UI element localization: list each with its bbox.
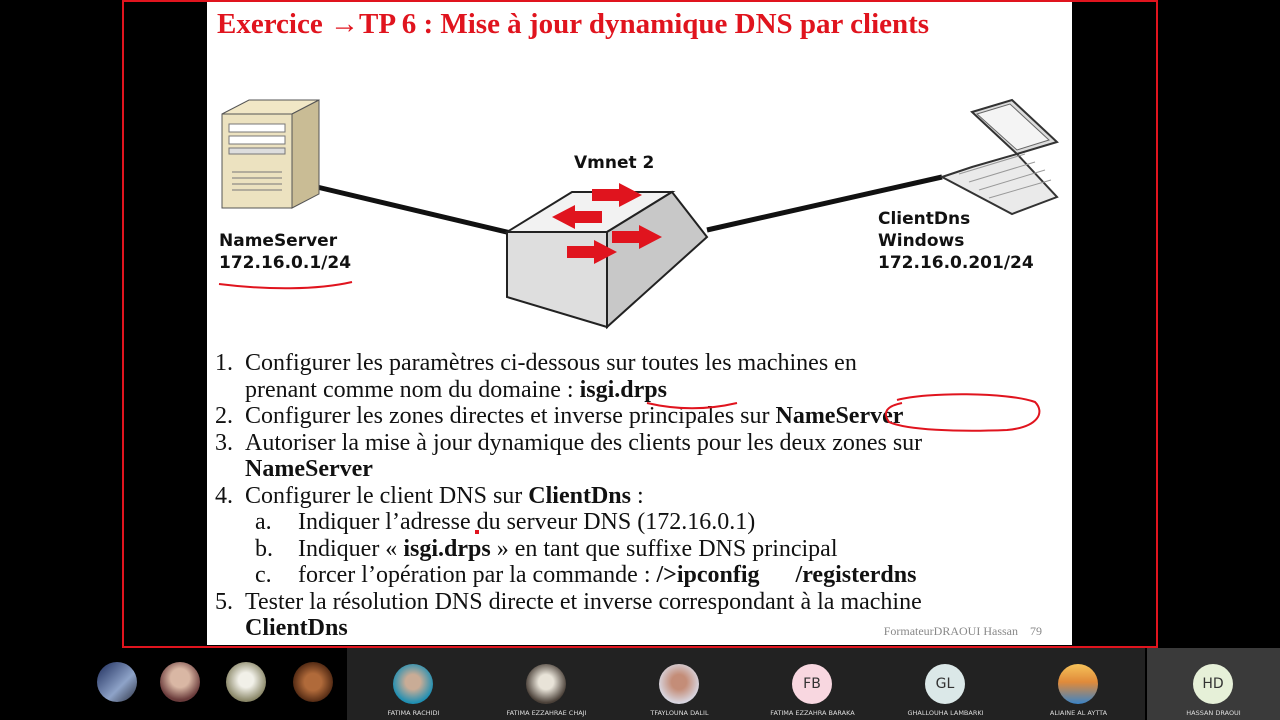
step-4: 4.Configurer le client DNS sur ClientDns… [215, 482, 644, 509]
client-label: ClientDns Windows 172.16.0.201/24 [878, 208, 1034, 274]
participant-name: GHALLOUHA LAMBARKI [907, 709, 984, 717]
slide-title: Exercice →TP 6 : Mise à jour dynamique D… [217, 8, 930, 40]
participant-video-thumb[interactable] [226, 662, 266, 702]
participant-video-thumb[interactable] [293, 662, 333, 702]
presentation-slide: Exercice →TP 6 : Mise à jour dynamique D… [207, 2, 1072, 645]
network-diagram [221, 98, 1059, 330]
step-3: 3.Autoriser la mise à jour dynamique des… [215, 429, 923, 456]
participant-tile[interactable]: FB FATIMA EZZAHRA BARAKA [746, 648, 879, 720]
participant-name: FATIMA EZZAHRAE CHAJI [506, 709, 587, 717]
footer-author: FormateurDRAOUI Hassan [883, 624, 1018, 638]
server-icon [221, 99, 320, 209]
client-cable [706, 174, 943, 233]
client-name: ClientDns [878, 209, 971, 229]
participant-name: FATIMA RACHIDI [387, 709, 440, 717]
slide-footer: FormateurDRAOUI Hassan 79 [884, 624, 1042, 639]
client-os: Windows [878, 231, 965, 251]
server-label: NameServer 172.16.0.1/24 [219, 230, 351, 274]
participant-tile[interactable]: TFAYLOUNA DALIL [613, 648, 746, 720]
participant-tile[interactable]: HD HASSAN DRAOUI [1147, 648, 1280, 720]
client-ip: 172.16.0.201/24 [878, 253, 1034, 273]
participant-name: ALIAINE AL AYTTA [1049, 709, 1108, 717]
participant-avatar [1058, 664, 1098, 704]
participant-name: FATIMA EZZAHRA BARAKA [770, 709, 855, 717]
participant-avatar: HD [1193, 664, 1233, 704]
server-name: NameServer [219, 231, 338, 251]
participant-video-thumb[interactable] [160, 662, 200, 702]
participants-bar: FATIMA RACHIDI FATIMA EZZAHRAE CHAJI TFA… [0, 648, 1280, 720]
participant-avatar [393, 664, 433, 704]
participant-tile[interactable]: ALIAINE AL AYTTA [1012, 648, 1145, 720]
exercise-steps: 1.Configurer les paramètres ci-dessous s… [215, 350, 1065, 642]
switch-label: Vmnet 2 [574, 153, 655, 173]
page-number: 79 [1030, 624, 1042, 638]
participant-name: HASSAN DRAOUI [1186, 709, 1241, 717]
step-3-cont: NameServer [245, 456, 373, 482]
participant-tile[interactable]: GL GHALLOUHA LAMBARKI [879, 648, 1012, 720]
participant-avatar: GL [925, 664, 965, 704]
participant-avatar [526, 664, 566, 704]
step-1: 1.Configurer les paramètres ci-dessous s… [215, 350, 857, 376]
participant-name: TFAYLOUNA DALIL [650, 709, 709, 717]
participant-avatar: FB [792, 664, 832, 704]
step-4a: a.Indiquer l’adresse du serveur DNS (172… [255, 509, 756, 535]
step-4b: b.Indiquer « isgi.drps » en tant que suf… [255, 535, 838, 562]
switch-icon [503, 183, 709, 330]
participant-video-thumb[interactable] [97, 662, 137, 702]
step-2: 2.Configurer les zones directes et inver… [215, 403, 904, 429]
server-ip: 172.16.0.1/24 [219, 253, 352, 273]
step-1-cont: prenant comme nom du domaine : isgi.drps [245, 376, 667, 403]
step-4c: c.forcer l’opération par la commande : /… [255, 562, 917, 588]
participant-avatar [659, 664, 699, 704]
laptop-icon [939, 98, 1059, 216]
server-cable [316, 184, 516, 237]
step-5-cont: ClientDns [245, 615, 348, 641]
participant-tile[interactable]: FATIMA EZZAHRAE CHAJI [480, 648, 613, 720]
step-5: 5.Tester la résolution DNS directe et in… [215, 588, 922, 615]
participant-tile[interactable]: FATIMA RACHIDI [347, 648, 480, 720]
domain-name: isgi.drps [579, 376, 667, 403]
